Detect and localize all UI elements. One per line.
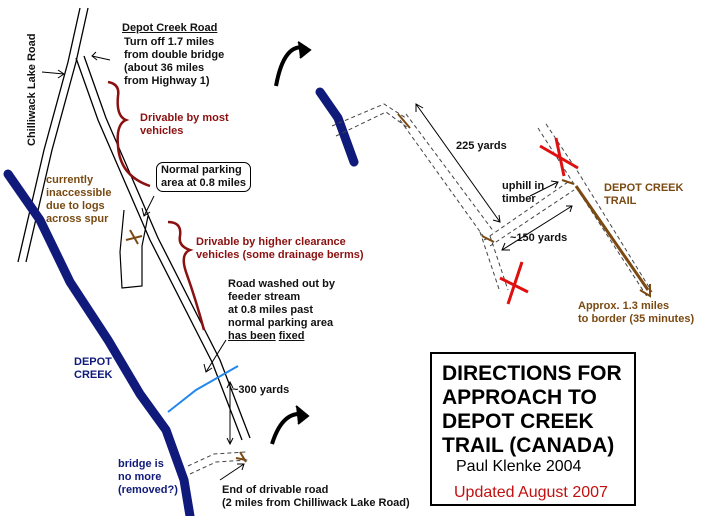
- turn-off-note: Turn off 1.7 miles from double bridge (a…: [124, 36, 225, 87]
- title-box: DIRECTIONS FOR APPROACH TO DEPOT CREEK T…: [430, 352, 636, 506]
- closed-marker-bottom: [499, 261, 529, 305]
- title-line-1: DIRECTIONS FOR: [442, 362, 622, 385]
- feeder-stream: [167, 365, 239, 413]
- washout-note: Road washed out by feeder stream at 0.8 …: [228, 278, 335, 342]
- title-line-2: APPROACH TO: [442, 386, 597, 409]
- bridge-note: bridge is no more (removed?): [118, 458, 178, 496]
- depot-creek-label: DEPOT CREEK: [74, 356, 113, 381]
- depot-creek-trail-label: DEPOT CREEK TRAIL: [604, 182, 684, 207]
- detail-measure-arrows: [415, 103, 573, 251]
- detail-creek: [315, 87, 359, 167]
- drivable-most-note: Drivable by most vehicles: [140, 112, 229, 137]
- uphill-note: uphill in timber: [502, 180, 545, 205]
- brace-most-vehicles: [107, 80, 151, 188]
- trail-border-arrow: [574, 185, 650, 291]
- title-line-3: DEPOT CREEK: [442, 410, 594, 433]
- detail-marker-2: [481, 235, 495, 243]
- title-line-4: TRAIL (CANADA): [442, 434, 615, 457]
- chilliwack-lake-road-label: Chilliwack Lake Road: [26, 33, 38, 146]
- detail-marker-3: [561, 179, 575, 185]
- author-credit: Paul Klenke 2004: [456, 458, 582, 475]
- inaccessible-note: currently inaccessible due to logs acros…: [46, 174, 112, 225]
- detail-trails: [331, 103, 653, 299]
- logs-marker: [125, 229, 143, 245]
- spur-road: [119, 209, 149, 289]
- yards-150-label: ~150 yards: [510, 232, 568, 244]
- arrows-left: [41, 51, 245, 481]
- end-road-marker: [235, 451, 247, 463]
- normal-parking-note: Normal parking area at 0.8 miles: [156, 162, 252, 192]
- updated-date: Updated August 2007: [454, 484, 608, 501]
- yards-225-label: 225 yards: [456, 140, 507, 152]
- closed-marker-top: [539, 137, 579, 177]
- higher-clearance-note: Drivable by higher clearance vehicles (s…: [196, 236, 364, 261]
- detail-marker-1: [397, 113, 411, 129]
- end-trail: [187, 451, 249, 475]
- depot-road-label: Depot Creek Road: [122, 22, 218, 34]
- brace-higher-clearance: [167, 220, 206, 331]
- depot-creek: [3, 169, 195, 516]
- border-note: Approx. 1.3 miles to border (35 minutes): [578, 300, 695, 325]
- yards-300-label: ~300 yards: [232, 384, 290, 396]
- end-road-note: End of drivable road (2 miles from Chill…: [222, 484, 410, 509]
